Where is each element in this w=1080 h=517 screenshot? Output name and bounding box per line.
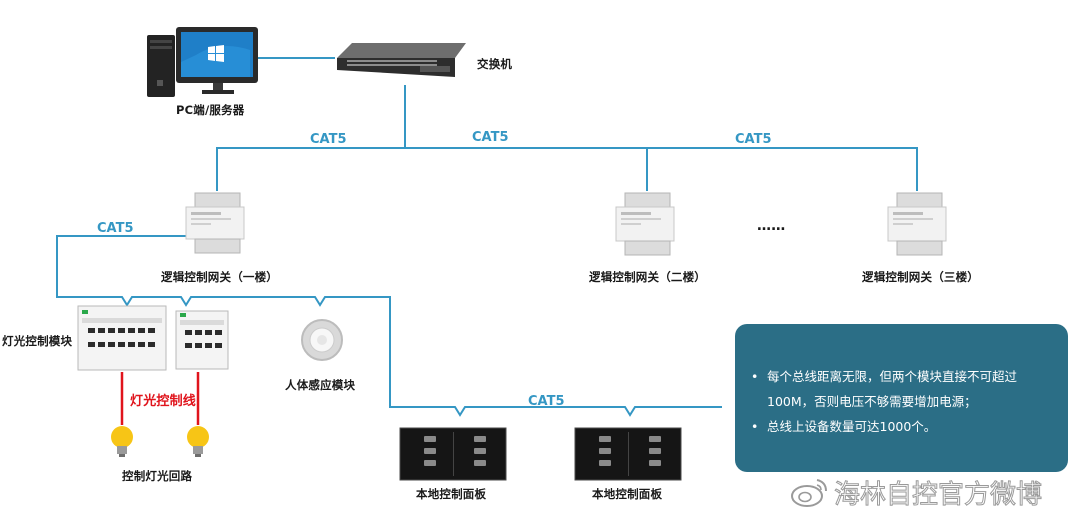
local-panel-1-label: 本地控制面板: [416, 487, 487, 501]
gateway-2-icon: [615, 192, 675, 256]
gateway-2-label: 逻辑控制网关（二楼）: [589, 270, 706, 284]
switch-label: 交换机: [477, 57, 513, 71]
info-note-item: 每个总线距离无限，但两个模块直接不可超过100M，否则电压不够需要增加电源；: [745, 364, 1050, 414]
cat5-label-right: CAT5: [735, 132, 772, 147]
gateway-1-label: 逻辑控制网关（一楼）: [161, 270, 278, 284]
light-module-2-icon: [175, 310, 229, 370]
cat5-label-center: CAT5: [472, 130, 509, 145]
pc-monitor-icon: [176, 27, 258, 94]
cat5-label-left: CAT5: [310, 132, 347, 147]
light-module-label: 灯光控制模块: [2, 334, 73, 348]
weibo-logo-icon: [791, 479, 827, 507]
gateway-3-icon: [887, 192, 947, 256]
cat5-label-gateway-bus: CAT5: [97, 221, 134, 236]
info-note-item: 总线上设备数量可达1000个。: [745, 414, 1050, 439]
light-bulb-2-icon: [187, 426, 209, 457]
cat5-device-bus-line: [56, 235, 722, 417]
local-panel-1-icon: [399, 427, 507, 481]
pc-tower-icon: [147, 35, 175, 97]
weibo-watermark: 海林自控官方微博: [790, 472, 1075, 512]
local-panel-2-icon: [574, 427, 682, 481]
cat5-trunk-line: [216, 147, 918, 191]
watermark-text: 海林自控官方微博: [833, 480, 1043, 511]
motion-sensor-icon: [301, 319, 343, 361]
pc-server-label: PC端/服务器: [176, 103, 245, 117]
motion-sensor-label: 人体感应模块: [285, 378, 356, 392]
local-panel-2-label: 本地控制面板: [592, 487, 663, 501]
info-note-list: 每个总线距离无限，但两个模块直接不可超过100M，否则电压不够需要增加电源； 总…: [745, 364, 1050, 439]
light-control-line-label: 灯光控制线: [130, 394, 197, 409]
cat5-label-panel-bus: CAT5: [528, 394, 565, 409]
info-note-box: 每个总线距离无限，但两个模块直接不可超过100M，否则电压不够需要增加电源； 总…: [735, 324, 1068, 472]
more-gateways-ellipsis: ……: [757, 218, 786, 234]
gateway-3-label: 逻辑控制网关（三楼）: [862, 270, 979, 284]
light-loop-label: 控制灯光回路: [122, 469, 193, 483]
switch-icon: [337, 43, 466, 77]
gateway-1-icon: [185, 192, 245, 254]
light-module-1-icon: [77, 305, 167, 371]
light-bulb-1-icon: [111, 426, 133, 457]
